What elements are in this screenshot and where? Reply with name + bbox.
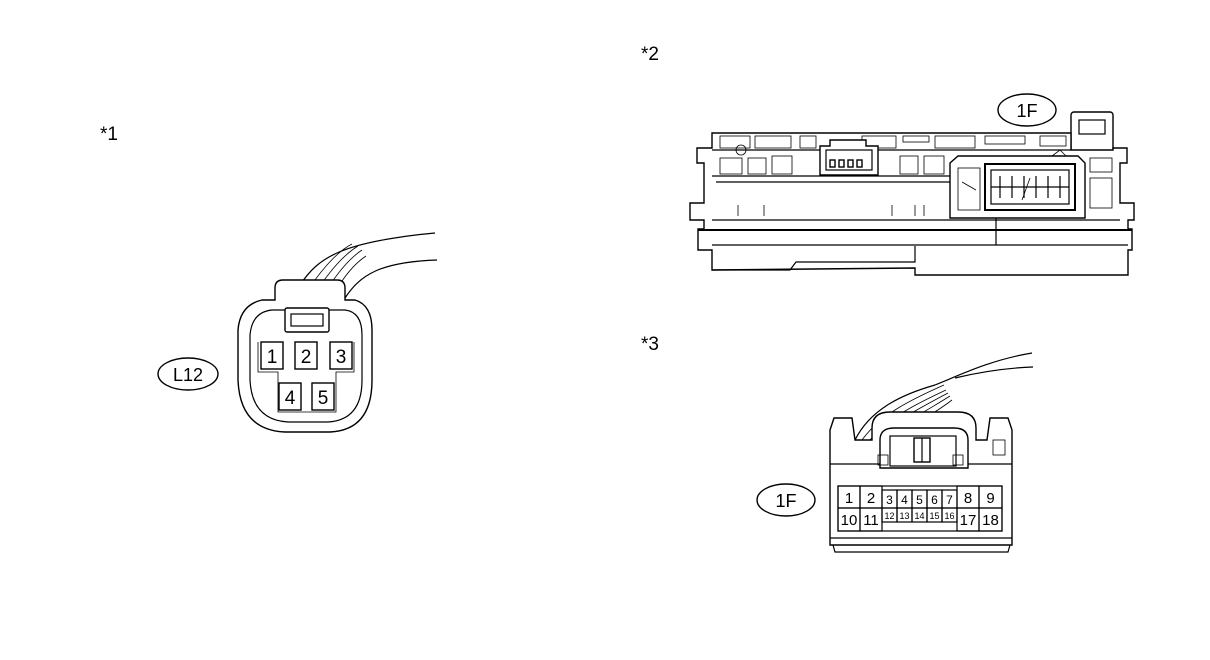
view-3-marker: *3: [641, 334, 659, 355]
svg-text:1: 1: [845, 490, 853, 507]
svg-text:14: 14: [914, 511, 924, 521]
pin-1: 1: [260, 341, 284, 370]
svg-text:6: 6: [931, 493, 938, 507]
view-2-marker: *2: [641, 44, 659, 65]
view-1: *1 1 2: [100, 124, 438, 433]
pin-3: 3: [329, 341, 353, 370]
svg-text:8: 8: [964, 490, 972, 507]
svg-text:2: 2: [867, 490, 875, 507]
svg-text:3: 3: [886, 493, 893, 507]
view-1-pins: 1 2 3 4 5: [260, 341, 353, 411]
svg-text:1: 1: [267, 347, 278, 368]
view-3-pins: 1 2 3 4 5 6 7 8 9 10 11 12 13: [837, 485, 1003, 532]
svg-text:9: 9: [986, 490, 994, 507]
svg-text:12: 12: [884, 511, 894, 521]
svg-text:17: 17: [960, 512, 977, 529]
pin-4: 4: [278, 382, 302, 411]
svg-text:18: 18: [982, 512, 999, 529]
view-1-connector-code: L12: [157, 357, 219, 391]
svg-text:1F: 1F: [775, 491, 796, 511]
svg-text:5: 5: [916, 493, 923, 507]
view-1-marker: *1: [100, 124, 118, 145]
svg-text:7: 7: [946, 493, 953, 507]
svg-text:15: 15: [929, 511, 939, 521]
view-3: *3: [641, 334, 1034, 553]
svg-text:16: 16: [944, 511, 954, 521]
view-3-connector-body: [829, 411, 1013, 553]
svg-text:4: 4: [901, 493, 908, 507]
svg-text:1F: 1F: [1016, 101, 1037, 121]
view-2-connector-code: 1F: [997, 93, 1057, 127]
pin-2: 2: [294, 341, 318, 370]
svg-text:3: 3: [336, 347, 347, 368]
view-3-connector-code: 1F: [756, 483, 816, 517]
pin-18: [978, 507, 1003, 532]
view-2: *2: [641, 44, 1135, 276]
view-2-ecu-housing: [689, 111, 1135, 276]
pin-5: 5: [311, 382, 335, 411]
svg-text:4: 4: [285, 388, 296, 409]
svg-text:5: 5: [318, 388, 329, 409]
svg-text:10: 10: [841, 512, 858, 529]
svg-text:11: 11: [863, 512, 879, 529]
svg-text:L12: L12: [173, 365, 203, 385]
svg-text:13: 13: [899, 511, 909, 521]
svg-text:2: 2: [301, 347, 312, 368]
